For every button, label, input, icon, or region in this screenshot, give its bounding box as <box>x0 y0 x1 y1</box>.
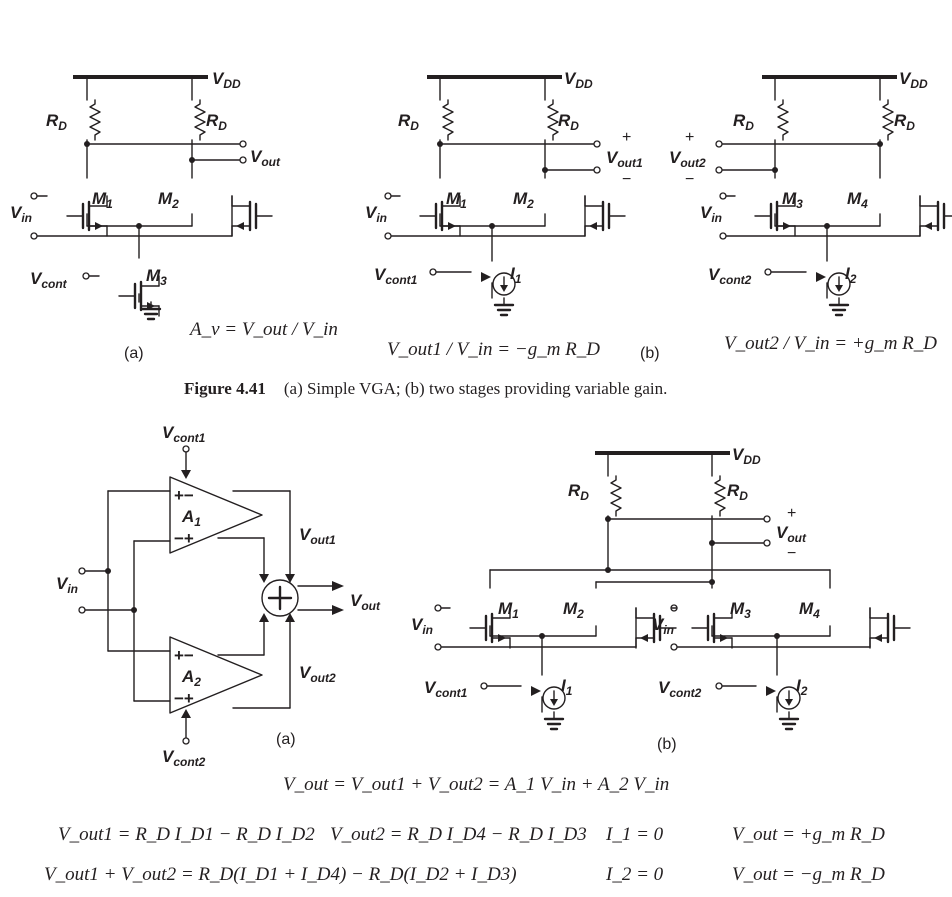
vout-label-a: Vout <box>250 147 281 169</box>
part-b-label-bottom: (b) <box>657 736 677 753</box>
simple-vga-circuit: VDD RD RD Vout M1 M2 Vin Vcont <box>10 69 338 362</box>
amp1-label: A1 <box>181 507 201 529</box>
vdd-label-a: VDD <box>212 69 241 91</box>
vin-label-a: Vin <box>10 203 32 225</box>
rd-right-label-a: RD <box>206 111 227 133</box>
m2-label-b1: M2 <box>513 189 534 211</box>
i2-label-b2: I2 <box>845 264 857 286</box>
vout2-plus: + <box>685 129 694 146</box>
amp1-bottom-signs: −+ <box>174 529 194 548</box>
m1-label-b1: M1 <box>446 189 467 211</box>
m1-label-bottom-b: M1 <box>498 599 519 621</box>
vout-sum-equation: V_out1 + V_out2 = R_D(I_D1 + I_D4) − R_D… <box>44 864 517 885</box>
vout-negative-gain-equation: V_out = −g_m R_D <box>732 864 885 885</box>
equations-block: V_out = V_out1 + V_out2 = A_1 V_in + A_2… <box>44 774 885 885</box>
vout-positive-gain-equation: V_out = +g_m R_D <box>732 824 885 845</box>
vcont2-label-bottom-a: Vcont2 <box>162 747 206 769</box>
stage-1-circuit: VDD RD RD + − Vout1 M1 M2 Vin <box>365 69 643 360</box>
sum-equation: V_out = V_out1 + V_out2 = A_1 V_in + A_2… <box>283 774 669 795</box>
vdd-label-b2: VDD <box>899 69 928 91</box>
m3-label-a: M3 <box>146 266 167 288</box>
vout-plus-bottom-b: + <box>787 505 796 522</box>
vcont2-label-b2: Vcont2 <box>708 265 752 287</box>
av-equation: A_v = V_out / V_in <box>188 319 338 340</box>
vout2-equation: V_out2 = R_D I_D4 − R_D I_D3 <box>330 824 587 845</box>
vout-label-bottom-a: Vout <box>350 591 381 613</box>
vout2-label-bottom-a: Vout2 <box>299 663 336 685</box>
vout1-label-bottom-a: Vout1 <box>299 525 336 547</box>
vout-label-bottom-b: Vout <box>776 523 807 545</box>
m1-label-a: M1 <box>92 189 113 211</box>
vout1-minus: − <box>622 171 631 188</box>
rd-left-label-a: RD <box>46 111 67 133</box>
amp2-bottom-signs: −+ <box>174 689 194 708</box>
rd-left-label-bottom-b: RD <box>568 481 589 503</box>
part-b-label-top: (b) <box>640 345 660 362</box>
stage-2-circuit: VDD RD RD + − Vout2 M3 M4 Vin <box>669 69 952 354</box>
i1-label-b1: I1 <box>510 264 522 286</box>
m2-label-bottom-b: M2 <box>563 599 584 621</box>
vin-label-bottom-b2: Vin <box>652 615 674 637</box>
rd-right-label-bottom-b: RD <box>727 481 748 503</box>
part-a-label-bottom: (a) <box>276 731 296 748</box>
vcont1-label-bottom-b: Vcont1 <box>424 678 468 700</box>
i2-zero-equation: I_2 = 0 <box>605 864 664 885</box>
vcont1-label-b1: Vcont1 <box>374 265 418 287</box>
vin-label-b1: Vin <box>365 203 387 225</box>
figure-caption: Figure 4.41 (a) Simple VGA; (b) two stag… <box>184 379 667 398</box>
vout2-minus: − <box>685 171 694 188</box>
vout2-label: Vout2 <box>669 148 706 170</box>
vout1-label: Vout1 <box>606 148 643 170</box>
m3-label-bottom-b: M3 <box>730 599 751 621</box>
i1-label-bottom-b: I1 <box>561 676 573 698</box>
vout1-equation: V_out1 = R_D I_D1 − R_D I_D2 <box>58 824 315 845</box>
vdd-label-b1: VDD <box>564 69 593 91</box>
vcont1-label-bottom-a: Vcont1 <box>162 423 206 445</box>
vdd-label-bottom-b: VDD <box>732 445 761 467</box>
m4-label-b2: M4 <box>847 189 868 211</box>
rd-right-label-b1: RD <box>558 111 579 133</box>
vcont-label-a: Vcont <box>30 269 68 291</box>
m3-label-b2: M3 <box>782 189 803 211</box>
m4-label-bottom-b: M4 <box>799 599 820 621</box>
gain-2-equation: V_out2 / V_in = +g_m R_D <box>724 333 937 354</box>
m2-label-a: M2 <box>158 189 179 211</box>
amp1-top-signs: +− <box>174 486 194 505</box>
amp2-label: A2 <box>181 667 201 689</box>
amplifier-sum-diagram: Vcont1 +− A1 −+ +− A2 −+ Vcont2 Vin <box>56 423 381 769</box>
gain-1-equation: V_out1 / V_in = −g_m R_D <box>387 339 600 360</box>
rd-left-label-b2: RD <box>733 111 754 133</box>
vin-label-bottom-a: Vin <box>56 574 78 596</box>
i1-zero-equation: I_1 = 0 <box>605 824 664 845</box>
rd-left-label-b1: RD <box>398 111 419 133</box>
vcont2-label-bottom-b: Vcont2 <box>658 678 702 700</box>
amp2-top-signs: +− <box>174 646 194 665</box>
part-a-label-top: (a) <box>124 345 144 362</box>
vout-minus-bottom-b: − <box>787 545 796 562</box>
rd-right-label-b2: RD <box>894 111 915 133</box>
i2-label-bottom-b: I2 <box>796 676 808 698</box>
vin-label-b2: Vin <box>700 203 722 225</box>
combined-vga-circuit: VDD RD RD + − Vout M1 M2 M3 M4 <box>411 445 912 753</box>
vout1-plus: + <box>622 129 631 146</box>
vin-label-bottom-b1: Vin <box>411 615 433 637</box>
